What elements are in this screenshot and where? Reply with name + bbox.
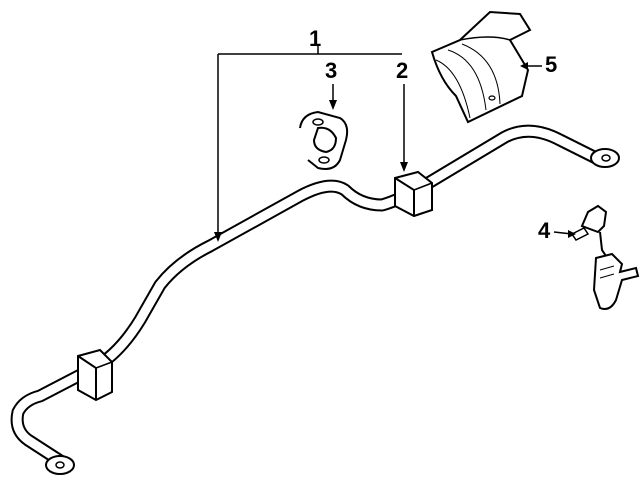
leader-arrowheads <box>214 62 576 242</box>
leader-lines <box>217 46 573 236</box>
callout-5: 5 <box>545 52 558 77</box>
bushing-left <box>77 348 113 402</box>
stabilizer-link <box>570 204 640 310</box>
stabilizer-bar <box>10 124 620 475</box>
heat-shield <box>430 10 532 124</box>
callout-2: 2 <box>396 58 409 83</box>
bushing-right <box>394 170 433 218</box>
callout-3: 3 <box>325 58 338 83</box>
callout-4: 4 <box>538 218 551 243</box>
callout-1: 1 <box>309 26 322 51</box>
bushing-bracket <box>299 110 349 170</box>
